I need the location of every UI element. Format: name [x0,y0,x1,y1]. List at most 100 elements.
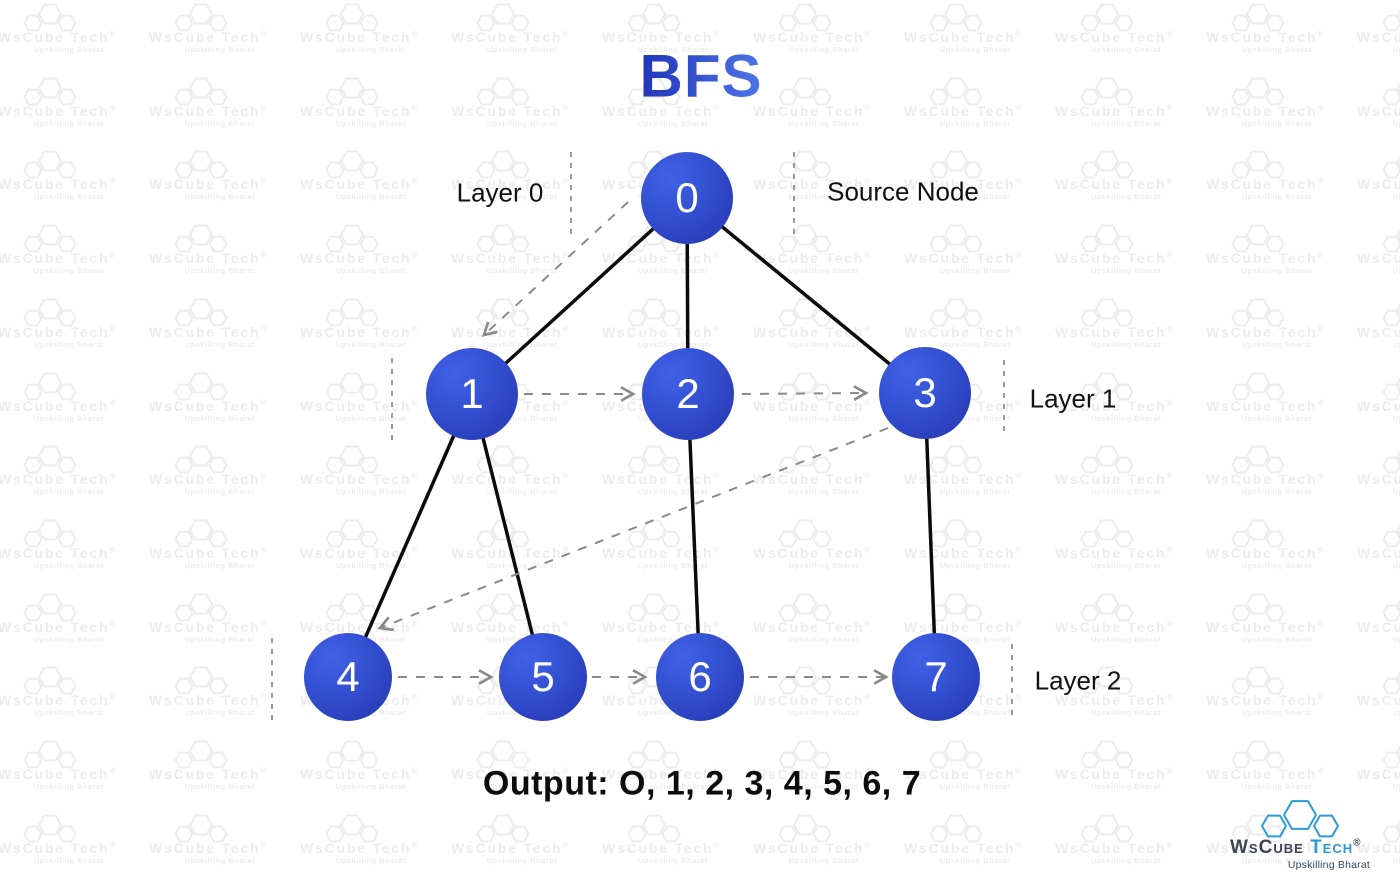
background-watermark: WsCube Tech®Upskilling Bharat [451,813,573,865]
background-watermark: WsCube Tech®Upskilling Bharat [451,444,573,496]
background-watermark: WsCube Tech®Upskilling Bharat [1357,371,1400,423]
background-watermark: WsCube Tech®Upskilling Bharat [1206,371,1328,423]
background-watermark: WsCube Tech®Upskilling Bharat [1206,444,1328,496]
logo-tagline: Upskilling Bharat [1287,859,1370,871]
background-watermark: WsCube Tech®Upskilling Bharat [300,223,422,275]
background-watermark: WsCube Tech®Upskilling Bharat [1055,2,1177,54]
background-watermark: WsCube Tech®Upskilling Bharat [1055,149,1177,201]
registered-mark: ® [1353,837,1362,849]
background-watermark: WsCube Tech®Upskilling Bharat [753,592,875,644]
background-watermark: WsCube Tech®Upskilling Bharat [1055,444,1177,496]
background-watermark: WsCube Tech®Upskilling Bharat [300,739,422,791]
background-watermark: WsCube Tech®Upskilling Bharat [753,2,875,54]
background-watermark: WsCube Tech®Upskilling Bharat [149,371,271,423]
traversal-output-text: Output: O, 1, 2, 3, 4, 5, 6, 7 [482,764,922,803]
logo-name-secondary: Tech [1310,837,1354,858]
background-watermark: WsCube Tech®Upskilling Bharat [1206,223,1328,275]
background-watermark: WsCube Tech®Upskilling Bharat [1206,592,1328,644]
graph-node-1: 1 [426,348,518,440]
graph-node-2: 2 [642,348,734,440]
background-watermark: WsCube Tech®Upskilling Bharat [1206,665,1328,717]
background-watermark: WsCube Tech®Upskilling Bharat [904,76,1026,128]
background-watermark: WsCube Tech®Upskilling Bharat [753,444,875,496]
background-watermark: WsCube Tech®Upskilling Bharat [753,371,875,423]
background-watermark: WsCube Tech®Upskilling Bharat [300,444,422,496]
background-watermark: WsCube Tech®Upskilling Bharat [0,76,120,128]
background-watermark: WsCube Tech®Upskilling Bharat [1206,76,1328,128]
background-watermark: WsCube Tech®Upskilling Bharat [1357,665,1400,717]
traversal-arrow-3-4 [377,427,889,632]
logo-name-primary: WsCube [1230,837,1304,858]
background-watermark: WsCube Tech®Upskilling Bharat [1357,518,1400,570]
traversal-arrow-2-3 [741,385,869,402]
background-watermark: WsCube Tech®Upskilling Bharat [149,2,271,54]
background-watermark: WsCube Tech®Upskilling Bharat [0,149,120,201]
background-watermark: WsCube Tech®Upskilling Bharat [300,813,422,865]
background-watermark: WsCube Tech®Upskilling Bharat [1357,76,1400,128]
source-node-label: Source Node [827,176,979,207]
background-watermark: WsCube Tech®Upskilling Bharat [1357,739,1400,791]
background-watermark: WsCube Tech®Upskilling Bharat [1055,518,1177,570]
background-watermark: WsCube Tech®Upskilling Bharat [904,223,1026,275]
background-watermark: WsCube Tech®Upskilling Bharat [904,297,1026,349]
graph-node-0: 0 [641,152,733,244]
background-watermark: WsCube Tech®Upskilling Bharat [300,149,422,201]
background-watermark: WsCube Tech®Upskilling Bharat [602,813,724,865]
background-watermark: WsCube Tech®Upskilling Bharat [0,665,120,717]
background-watermark: WsCube Tech®Upskilling Bharat [451,223,573,275]
background-watermark: WsCube Tech®Upskilling Bharat [451,76,573,128]
background-watermark: WsCube Tech®Upskilling Bharat [149,444,271,496]
background-watermark: WsCube Tech®Upskilling Bharat [1055,76,1177,128]
background-watermark: WsCube Tech®Upskilling Bharat [1206,739,1328,791]
node-0-label: 0 [675,174,699,221]
background-watermark: WsCube Tech®Upskilling Bharat [904,739,1026,791]
background-watermark: WsCube Tech®Upskilling Bharat [149,297,271,349]
background-watermark: WsCube Tech®Upskilling Bharat [0,444,120,496]
layer-2-label: Layer 2 [1034,665,1122,696]
background-watermark: WsCube Tech®Upskilling Bharat [753,297,875,349]
page-title: BFS [639,42,763,110]
background-watermark: WsCube Tech®Upskilling Bharat [1357,2,1400,54]
background-watermark: WsCube Tech®Upskilling Bharat [0,297,120,349]
background-watermark: WsCube Tech®Upskilling Bharat [1357,297,1400,349]
graph-node-6: 6 [656,633,744,721]
background-watermark: WsCube Tech®Upskilling Bharat [904,444,1026,496]
background-watermark: WsCube Tech®Upskilling Bharat [1206,2,1328,54]
background-watermark: WsCube Tech®Upskilling Bharat [1357,592,1400,644]
hexagon-logo-icon [1260,800,1340,838]
background-watermark: WsCube Tech®Upskilling Bharat [1206,297,1328,349]
background-watermark: WsCube Tech®Upskilling Bharat [300,2,422,54]
node-5-label: 5 [531,653,555,700]
background-watermark: WsCube Tech®Upskilling Bharat [300,518,422,570]
layer-0-label: Layer 0 [456,177,544,208]
background-watermark: WsCube Tech®Upskilling Bharat [300,371,422,423]
node-6-label: 6 [688,653,712,700]
background-watermark: WsCube Tech®Upskilling Bharat [149,149,271,201]
graph-node-3: 3 [879,347,971,439]
background-watermark: WsCube Tech®Upskilling Bharat [451,297,573,349]
node-1-label: 1 [460,370,484,417]
background-watermark: WsCube Tech®Upskilling Bharat [149,739,271,791]
background-watermark: WsCube Tech®Upskilling Bharat [753,813,875,865]
background-watermark: WsCube Tech®Upskilling Bharat [451,518,573,570]
background-watermark: WsCube Tech®Upskilling Bharat [1206,518,1328,570]
background-watermark: WsCube Tech®Upskilling Bharat [0,223,120,275]
background-watermark: WsCube Tech®Upskilling Bharat [1357,149,1400,201]
node-7-label: 7 [924,653,948,700]
background-watermark: WsCube Tech®Upskilling Bharat [753,223,875,275]
background-watermark: WsCube Tech®Upskilling Bharat [1055,297,1177,349]
layer-1-label: Layer 1 [1029,383,1117,414]
background-watermark: WsCube Tech®Upskilling Bharat [753,76,875,128]
logo-name: WsCube Tech® [1230,837,1370,859]
tree-edges [346,196,938,678]
background-watermark: WsCube Tech®Upskilling Bharat [904,518,1026,570]
background-watermark: WsCube Tech®Upskilling Bharat [1055,813,1177,865]
background-watermark: WsCube Tech®Upskilling Bharat [602,518,724,570]
node-4-label: 4 [336,653,360,700]
background-watermark: WsCube Tech®Upskilling Bharat [451,2,573,54]
background-watermark: WsCube Tech®Upskilling Bharat [0,592,120,644]
background-watermark: WsCube Tech®Upskilling Bharat [0,2,120,54]
